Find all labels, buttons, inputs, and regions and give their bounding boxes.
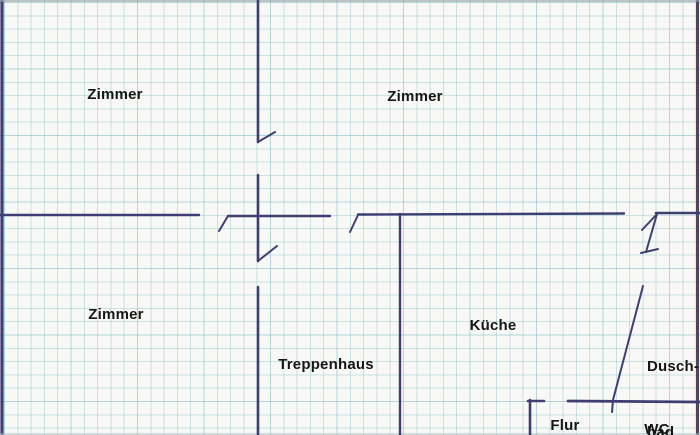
room-label-duschbad-line2: bad xyxy=(647,424,675,435)
door-hook-stairs xyxy=(257,245,278,262)
door-tick-hall-left xyxy=(218,215,229,232)
room-label-duschbad-line1: Dusch- xyxy=(647,358,700,375)
room-label-kueche: Küche xyxy=(469,317,517,334)
room-label-wc: WC xyxy=(644,421,670,435)
door-hook-upper-room xyxy=(257,131,276,143)
door-arrow-foot xyxy=(640,248,659,254)
wall-segment xyxy=(356,212,626,216)
wall-segment xyxy=(566,399,700,404)
door-swing-flur xyxy=(611,285,644,413)
room-label-zimmer-top-left: Zimmer xyxy=(87,86,143,103)
room-label-treppenhaus: Treppenhaus xyxy=(278,356,374,373)
room-label-duschbad: Dusch- bad xyxy=(647,312,699,435)
room-label-flur: Flur xyxy=(550,417,580,434)
room-label-zimmer-top-middle: Zimmer xyxy=(387,88,443,105)
door-arrow-duschbad xyxy=(641,213,658,253)
door-tick-hall-right xyxy=(349,214,359,233)
room-label-zimmer-bottom-left: Zimmer xyxy=(88,306,144,323)
